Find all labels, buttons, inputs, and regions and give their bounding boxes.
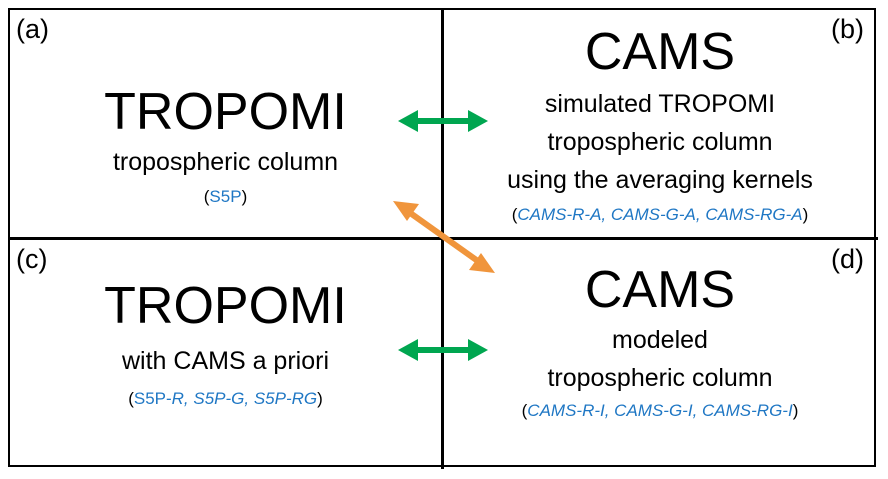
panel-a-title: TROPOMI (104, 83, 347, 141)
panel-b-line-2: tropospheric column (547, 128, 773, 156)
panel-c: (c) TROPOMI with CAMS a priori (S5P-R, S… (10, 240, 441, 467)
panel-d-tag: (d) (831, 244, 864, 274)
panel-c-codes: (S5P-R, S5P-G, S5P-RG) (10, 390, 441, 407)
panel-b-codes-open: ( (511, 205, 518, 224)
panel-a-tag: (a) (16, 14, 49, 44)
panel-c-code-list: R, S5P-G, S5P-RG (171, 389, 318, 408)
panel-b: (b) CAMS simulated TROPOMI tropospheric … (444, 10, 876, 237)
panel-c-subtitle: with CAMS a priori (122, 347, 329, 375)
panel-b-tag: (b) (831, 14, 864, 44)
panel-c-title: TROPOMI (104, 277, 347, 335)
panel-a-codes-close: ) (241, 187, 248, 206)
panel-b-line-1: simulated TROPOMI (544, 90, 776, 118)
panel-c-codes-open: ( (128, 389, 134, 408)
panel-d-codes-close: ) (792, 401, 799, 420)
diagonal-double-arrow (393, 201, 495, 273)
panel-d-line-1: modeled (612, 326, 708, 354)
panel-c-tag: (c) (16, 244, 48, 274)
panel-b-code-list: CAMS-R-A, CAMS-G-A, CAMS-RG-A (517, 205, 803, 224)
panel-a-subtitle: tropospheric column (112, 148, 339, 176)
panel-d-title: CAMS (584, 261, 736, 319)
panel-b-title: CAMS (584, 23, 736, 81)
panel-b-codes-close: ) (802, 205, 809, 224)
panel-a: (a) TROPOMI tropospheric column (S5P) (10, 10, 441, 237)
panel-b-codes: (CAMS-R-A, CAMS-G-A, CAMS-RG-A) (444, 206, 876, 223)
panel-a-codes: (S5P) (10, 188, 441, 205)
panel-b-line-3: using the averaging kernels (507, 166, 813, 194)
panel-c-codes-close: ) (317, 389, 323, 408)
panel-d-line-2: tropospheric column (547, 364, 773, 392)
panel-a-codes-open: ( (203, 187, 210, 206)
panel-a-code: S5P (209, 187, 242, 206)
bottom-double-arrow (398, 339, 488, 361)
panel-c-code-prefix: S5P- (133, 389, 172, 408)
panel-d-codes-open: ( (521, 401, 528, 420)
panel-d: (d) CAMS modeled tropospheric column (CA… (444, 240, 876, 467)
panel-d-codes: (CAMS-R-I, CAMS-G-I, CAMS-RG-I) (444, 402, 876, 419)
top-double-arrow (398, 110, 488, 132)
panel-d-code-list: CAMS-R-I, CAMS-G-I, CAMS-RG-I (527, 401, 793, 420)
